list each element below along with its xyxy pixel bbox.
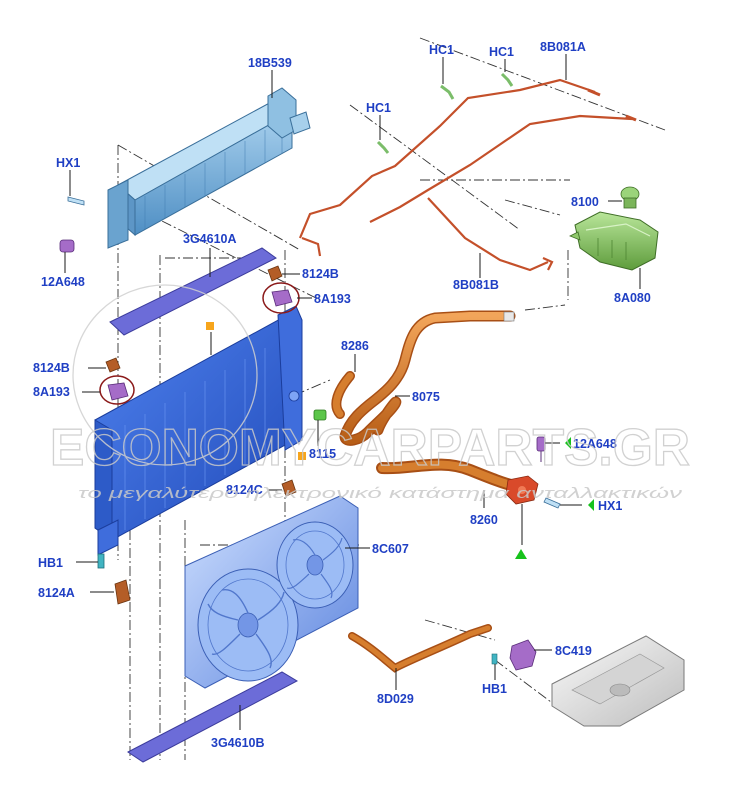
heater-pipes[interactable] [298, 78, 637, 272]
bracket-8A193-lower[interactable] [107, 382, 129, 401]
fan-shroud[interactable] [184, 495, 359, 689]
bracket-8C419[interactable] [509, 639, 537, 671]
hx1-fitting-left[interactable] [67, 196, 85, 206]
part-label-3G4610A[interactable]: 3G4610A [183, 232, 237, 246]
bolt-HB1-left[interactable] [97, 553, 105, 569]
watermark: ECONOMYCARPARTS.GR το μεγαλύτερο ηλεκτρο… [49, 284, 691, 502]
part-label-8124B-lower[interactable]: 8124B [33, 361, 70, 375]
part-label-8B081B[interactable]: 8B081B [453, 278, 499, 292]
part-label-18B539[interactable]: 18B539 [248, 56, 292, 70]
tank-cap[interactable] [620, 186, 640, 209]
part-label-HX1-right[interactable]: HX1 [598, 499, 622, 513]
part-label-3G4610B[interactable]: 3G4610B [211, 736, 265, 750]
watermark-tagline: το μεγαλύτερο ηλεκτρονικό κατάστημα αντα… [78, 485, 683, 502]
part-label-8B081A[interactable]: 8B081A [540, 40, 586, 54]
marker-triangle-12A648 [565, 437, 571, 449]
part-label-HB1-left[interactable]: HB1 [38, 556, 63, 570]
sensor-8115[interactable] [313, 409, 327, 421]
hose-8286[interactable] [331, 371, 355, 419]
part-label-8A193-lower[interactable]: 8A193 [33, 385, 70, 399]
part-label-8A080[interactable]: 8A080 [614, 291, 651, 305]
part-label-8D029[interactable]: 8D029 [377, 692, 414, 706]
highlight-circle-lower [99, 375, 135, 405]
marker-triangle-HX1 [588, 499, 594, 511]
part-label-8124B-upper[interactable]: 8124B [302, 267, 339, 281]
thermostat-housing[interactable] [505, 475, 539, 505]
part-label-HC1-right[interactable]: HC1 [489, 45, 514, 59]
part-label-8286[interactable]: 8286 [341, 339, 369, 353]
hose-8D029[interactable] [348, 624, 492, 673]
marker-triangle-bottom [515, 549, 527, 559]
hose-8075[interactable] [339, 310, 516, 446]
bolt-HB1-right[interactable] [491, 653, 498, 665]
expansion-tank[interactable] [569, 211, 659, 271]
radiator[interactable] [94, 305, 306, 556]
part-label-12A648-left[interactable]: 12A648 [41, 275, 85, 289]
part-label-8A193-upper[interactable]: 8A193 [314, 292, 351, 306]
sensor-12A648-left[interactable] [59, 239, 75, 253]
hc1-connectors [376, 72, 514, 154]
insulator-pad-upper[interactable] [109, 247, 277, 336]
part-label-8075[interactable]: 8075 [412, 390, 440, 404]
part-label-HC1-left[interactable]: HC1 [429, 43, 454, 57]
part-label-8260[interactable]: 8260 [470, 513, 498, 527]
hx1-fitting-right[interactable] [543, 497, 561, 509]
part-label-8C607[interactable]: 8C607 [372, 542, 409, 556]
oil-pan [551, 635, 685, 727]
mount-8124B-upper[interactable] [267, 265, 283, 282]
mount-8124A[interactable] [114, 579, 131, 605]
mount-8124B-lower[interactable] [105, 357, 121, 373]
part-label-HX1-left[interactable]: HX1 [56, 156, 80, 170]
sensor-12A648-right[interactable] [536, 436, 546, 462]
part-label-8115[interactable]: 8115 [309, 447, 336, 461]
part-label-8124A[interactable]: 8124A [38, 586, 75, 600]
part-label-HB1-right[interactable]: HB1 [482, 682, 507, 696]
part-label-8100[interactable]: 8100 [571, 195, 599, 209]
bracket-8A193-upper[interactable] [271, 289, 293, 307]
hose-8260[interactable] [376, 458, 521, 492]
mount-8124C[interactable] [281, 479, 297, 497]
part-label-8124C[interactable]: 8124C [226, 483, 263, 497]
intercooler[interactable] [107, 87, 311, 249]
part-label-HC1-mid[interactable]: HC1 [366, 101, 391, 115]
part-label-12A648-right[interactable]: 12A648 [573, 437, 617, 451]
insulator-pad-lower[interactable] [127, 671, 299, 763]
watermark-brand: ECONOMYCARPARTS.GR [50, 419, 690, 477]
part-label-8C419[interactable]: 8C419 [555, 644, 592, 658]
